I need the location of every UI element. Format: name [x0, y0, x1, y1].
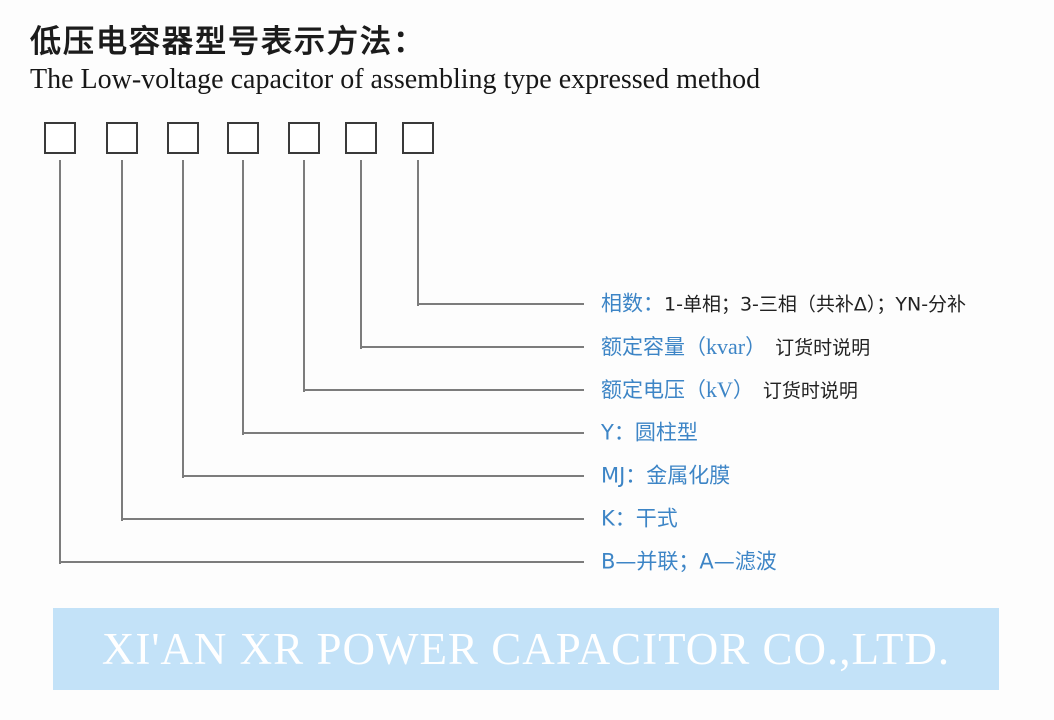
label-desc: 1-单相；3-三相（共补Δ）；YN-分补 [664, 293, 967, 316]
connector-hline-4 [242, 432, 584, 434]
label-rated-voltage: 额定电压（kV） 订货时说明 [601, 377, 858, 403]
label-unit: kvar [706, 333, 746, 359]
label-dry-type: K：干式 [601, 506, 678, 531]
model-code-box-3 [167, 122, 199, 154]
connector-hline-6 [360, 346, 584, 348]
label-unit: kV [706, 376, 733, 402]
label-desc: 订货时说明 [775, 336, 871, 359]
connector-vline-5 [303, 160, 305, 392]
connector-hline-7 [417, 303, 584, 305]
connector-hline-1 [59, 561, 584, 563]
page-title: 低压电容器型号表示方法： [30, 24, 426, 60]
label-term: 额定电压（ [601, 377, 706, 402]
label-phase-number: 相数：1-单相；3-三相（共补Δ）；YN-分补 [601, 291, 966, 316]
label-rated-capacity: 额定容量（kvar） 订货时说明 [601, 334, 870, 360]
company-banner: XI'AN XR POWER CAPACITOR CO.,LTD. [53, 608, 999, 690]
label-shunt-filter: B—并联；A—滤波 [601, 549, 777, 574]
label-term-close: ） [732, 377, 754, 402]
label-term: Y：圆柱型 [601, 420, 698, 445]
model-code-box-4 [227, 122, 259, 154]
connector-hline-2 [121, 518, 584, 520]
connector-hline-3 [182, 475, 584, 477]
label-term: K：干式 [601, 506, 678, 531]
connector-vline-6 [360, 160, 362, 349]
connector-vline-7 [417, 160, 419, 306]
label-term-close: ） [745, 334, 767, 359]
label-metallized-film: MJ：金属化膜 [601, 463, 730, 488]
label-term: 额定容量（ [601, 334, 706, 359]
connector-vline-2 [121, 160, 123, 521]
model-code-box-5 [288, 122, 320, 154]
label-cylindrical-type: Y：圆柱型 [601, 420, 698, 445]
connector-vline-4 [242, 160, 244, 435]
connector-vline-1 [59, 160, 61, 564]
label-term: 相数： [601, 291, 664, 316]
page-subtitle: The Low-voltage capacitor of assembling … [30, 64, 761, 95]
label-term: MJ：金属化膜 [601, 463, 731, 488]
connector-vline-3 [182, 160, 184, 478]
model-code-box-6 [345, 122, 377, 154]
model-code-box-2 [106, 122, 138, 154]
label-term: B—并联；A—滤波 [601, 549, 777, 574]
connector-hline-5 [303, 389, 584, 391]
model-code-box-7 [402, 122, 434, 154]
model-code-box-1 [44, 122, 76, 154]
label-desc: 订货时说明 [762, 379, 858, 402]
company-name: XI'AN XR POWER CAPACITOR CO.,LTD. [101, 624, 951, 674]
